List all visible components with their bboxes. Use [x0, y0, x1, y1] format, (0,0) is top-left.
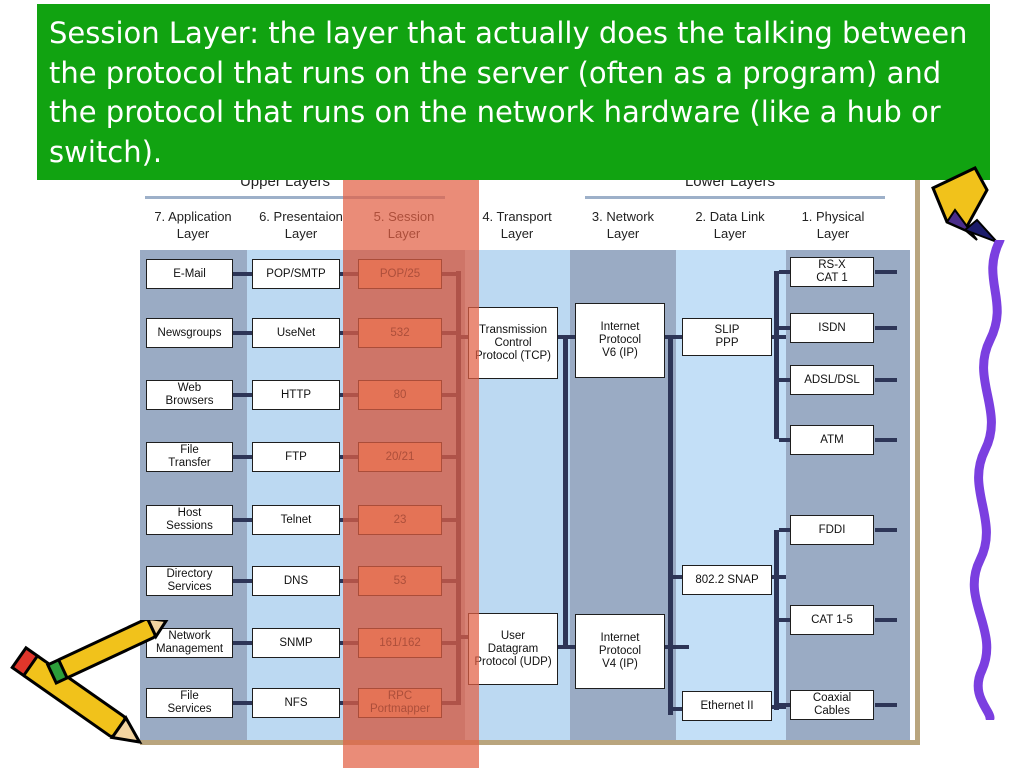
physical-media-box: FDDI — [790, 515, 874, 545]
connector-line — [779, 438, 791, 442]
connector-line — [772, 335, 786, 339]
presentation-box: FTP — [252, 442, 340, 472]
application-box: E-Mail — [146, 259, 233, 289]
session-layer-highlight — [343, 180, 479, 768]
session-layer-callout: Session Layer: the layer that actually d… — [37, 4, 990, 180]
connector-line — [665, 335, 689, 339]
physical-media-box: CAT 1-5 — [790, 605, 874, 635]
marker-clipart — [931, 166, 998, 243]
connector-line — [232, 393, 256, 397]
presentation-box: UseNet — [252, 318, 340, 348]
snap-box: 802.2 SNAP — [682, 565, 772, 595]
connector-line — [232, 579, 256, 583]
connector-line — [232, 641, 256, 645]
callout-text: Session Layer: the layer that actually d… — [49, 16, 968, 169]
connector-line — [772, 575, 786, 579]
presentation-box: POP/SMTP — [252, 259, 340, 289]
application-box: File Transfer — [146, 442, 233, 472]
media-arrow — [875, 378, 897, 382]
layer-header-application: 7. Application Layer — [154, 209, 232, 241]
physical-bus-line — [774, 530, 779, 710]
application-box: Directory Services — [146, 566, 233, 596]
connector-line — [232, 518, 256, 522]
lower-layers-underline — [585, 196, 885, 199]
presentation-box: DNS — [252, 566, 340, 596]
presentation-box: HTTP — [252, 380, 340, 410]
ethernet-box: Ethernet II — [682, 691, 772, 721]
tcp-box: Transmission Control Protocol (TCP) — [468, 307, 558, 379]
squiggle-clipart — [969, 240, 1005, 720]
connector-line — [665, 645, 689, 649]
osi-model-diagram: Upper Layers Lower Layers 7. Application… — [140, 165, 920, 745]
layer-header-presentation: 6. Presentaion Layer — [259, 209, 343, 241]
media-arrow — [875, 270, 897, 274]
physical-media-box: ISDN — [790, 313, 874, 343]
media-arrow — [875, 528, 897, 532]
ipv4-box: Internet Protocol V4 (IP) — [575, 614, 665, 689]
connector-line — [673, 575, 685, 579]
layer-header-network: 3. Network Layer — [591, 209, 655, 241]
connector-line — [779, 378, 791, 382]
network-bus-line — [668, 335, 673, 715]
layer-header-physical: 1. Physical Layer — [801, 209, 865, 241]
connector-line — [673, 707, 685, 711]
application-box: File Services — [146, 688, 233, 718]
transport-bus-line — [563, 335, 568, 649]
connector-line — [232, 331, 256, 335]
upper-layers-underline — [145, 196, 445, 199]
application-box: Network Management — [146, 628, 233, 658]
application-box: Newsgroups — [146, 318, 233, 348]
slip-ppp-box: SLIP PPP — [682, 318, 772, 356]
connector-line — [779, 618, 791, 622]
application-box: Host Sessions — [146, 505, 233, 535]
layer-header-datalink: 2. Data Link Layer — [695, 209, 765, 241]
connector-line — [232, 701, 256, 705]
media-arrow — [875, 326, 897, 330]
application-box: Web Browsers — [146, 380, 233, 410]
media-arrow — [875, 438, 897, 442]
connector-line — [779, 326, 791, 330]
connector-line — [558, 335, 582, 339]
udp-box: User Datagram Protocol (UDP) — [468, 613, 558, 685]
physical-media-box: RS-X CAT 1 — [790, 257, 874, 287]
physical-media-box: ATM — [790, 425, 874, 455]
connector-line — [779, 528, 791, 532]
physical-bus-line — [774, 271, 779, 439]
presentation-box: NFS — [252, 688, 340, 718]
pencils-clipart — [10, 620, 169, 745]
connector-line — [232, 455, 256, 459]
media-arrow — [875, 618, 897, 622]
media-arrow — [875, 703, 897, 707]
connector-line — [779, 270, 791, 274]
layer-header-transport: 4. Transport Layer — [482, 209, 552, 241]
physical-media-box: Coaxial Cables — [790, 690, 874, 720]
physical-media-box: ADSL/DSL — [790, 365, 874, 395]
connector-line — [772, 705, 786, 709]
presentation-box: Telnet — [252, 505, 340, 535]
connector-line — [232, 272, 256, 276]
presentation-box: SNMP — [252, 628, 340, 658]
ipv6-box: Internet Protocol V6 (IP) — [575, 303, 665, 378]
connector-line — [558, 645, 582, 649]
connector-line — [779, 703, 791, 707]
